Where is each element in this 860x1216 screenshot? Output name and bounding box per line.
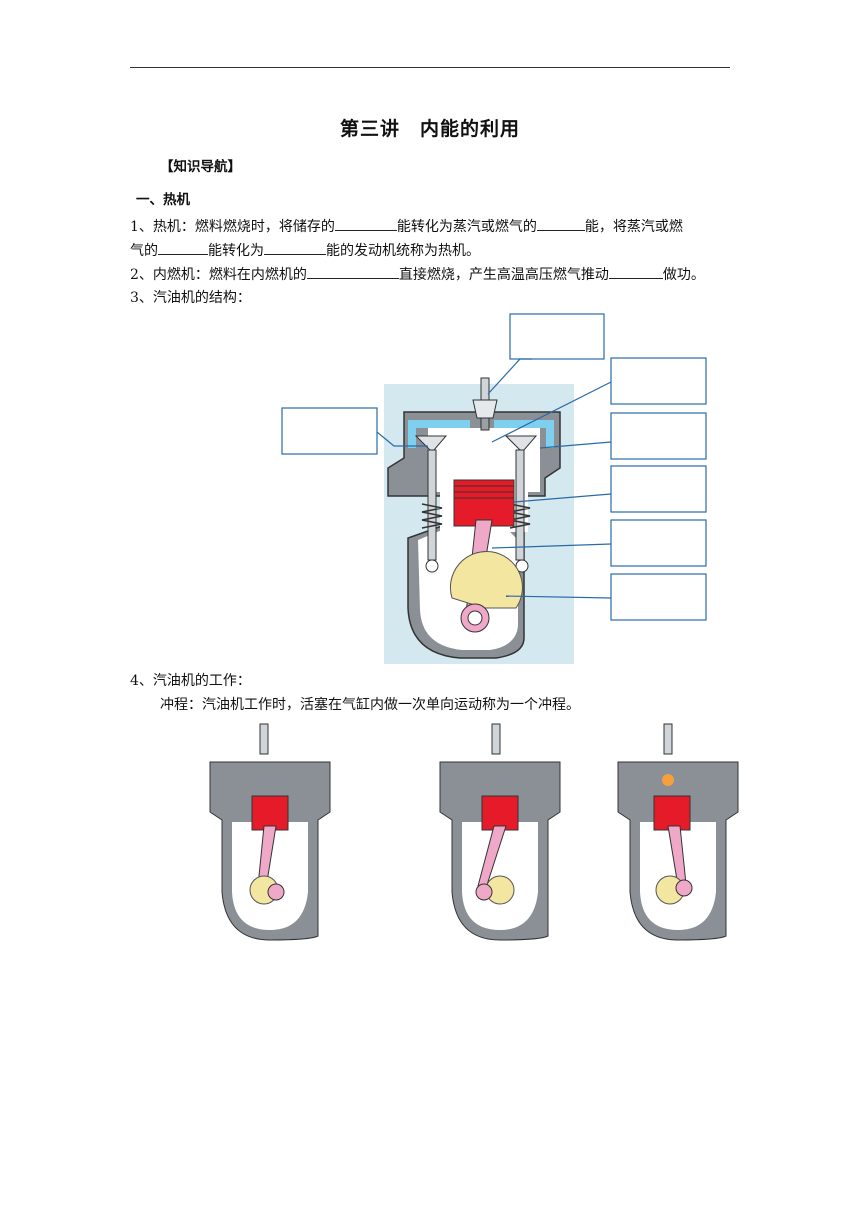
item-2: 2、内燃机：燃料在内燃机的直接燃烧，产生高温高压燃气推动做功。 (130, 262, 705, 286)
stroke-diagram-1 (209, 723, 331, 941)
blank-6[interactable] (608, 262, 663, 279)
label-box-left[interactable] (281, 407, 378, 455)
section-heading: 一、热机 (136, 192, 190, 208)
stroke-diagram-2 (439, 723, 561, 941)
label-box-right-3[interactable] (610, 465, 707, 513)
label-box-right-5[interactable] (610, 573, 707, 621)
header-rule (130, 67, 730, 68)
blank-4[interactable] (264, 238, 326, 255)
intake-valve (414, 435, 448, 573)
blank-1[interactable] (334, 214, 397, 231)
item-1-line-1: 1、热机：燃料燃烧时，将储存的能转化为蒸汽或燃气的能，将蒸汽或燃 (130, 214, 683, 238)
water-jacket-right (494, 420, 554, 448)
stroke-illustrations (200, 722, 740, 942)
stroke-diagram-3 (617, 723, 739, 941)
engine-structure-diagram (281, 313, 707, 664)
label-box-right-4[interactable] (610, 519, 707, 567)
item-4: 4、汽油机的工作： (130, 673, 251, 689)
stroke-definition: 冲程：汽油机工作时，活塞在气缸内做一次单向运动称为一个冲程。 (160, 697, 580, 713)
spark-plug (472, 377, 498, 431)
nav-label: 【知识导航】 (160, 159, 241, 175)
item-3: 3、汽油机的结构： (130, 290, 251, 306)
blank-2[interactable] (536, 214, 585, 231)
leader-lines (376, 358, 612, 599)
blank-5[interactable] (306, 262, 399, 279)
blank-3[interactable] (158, 238, 208, 255)
label-box-top[interactable] (509, 313, 605, 360)
page-title: 第三讲 内能的利用 (339, 118, 520, 140)
piston (453, 479, 515, 527)
label-box-right-2[interactable] (610, 412, 707, 460)
exhaust-valve (504, 435, 538, 573)
label-box-right-1[interactable] (610, 357, 707, 405)
item-1-line-2: 气的能转化为能的发动机统称为热机。 (130, 238, 480, 262)
water-jacket-left (408, 420, 470, 448)
